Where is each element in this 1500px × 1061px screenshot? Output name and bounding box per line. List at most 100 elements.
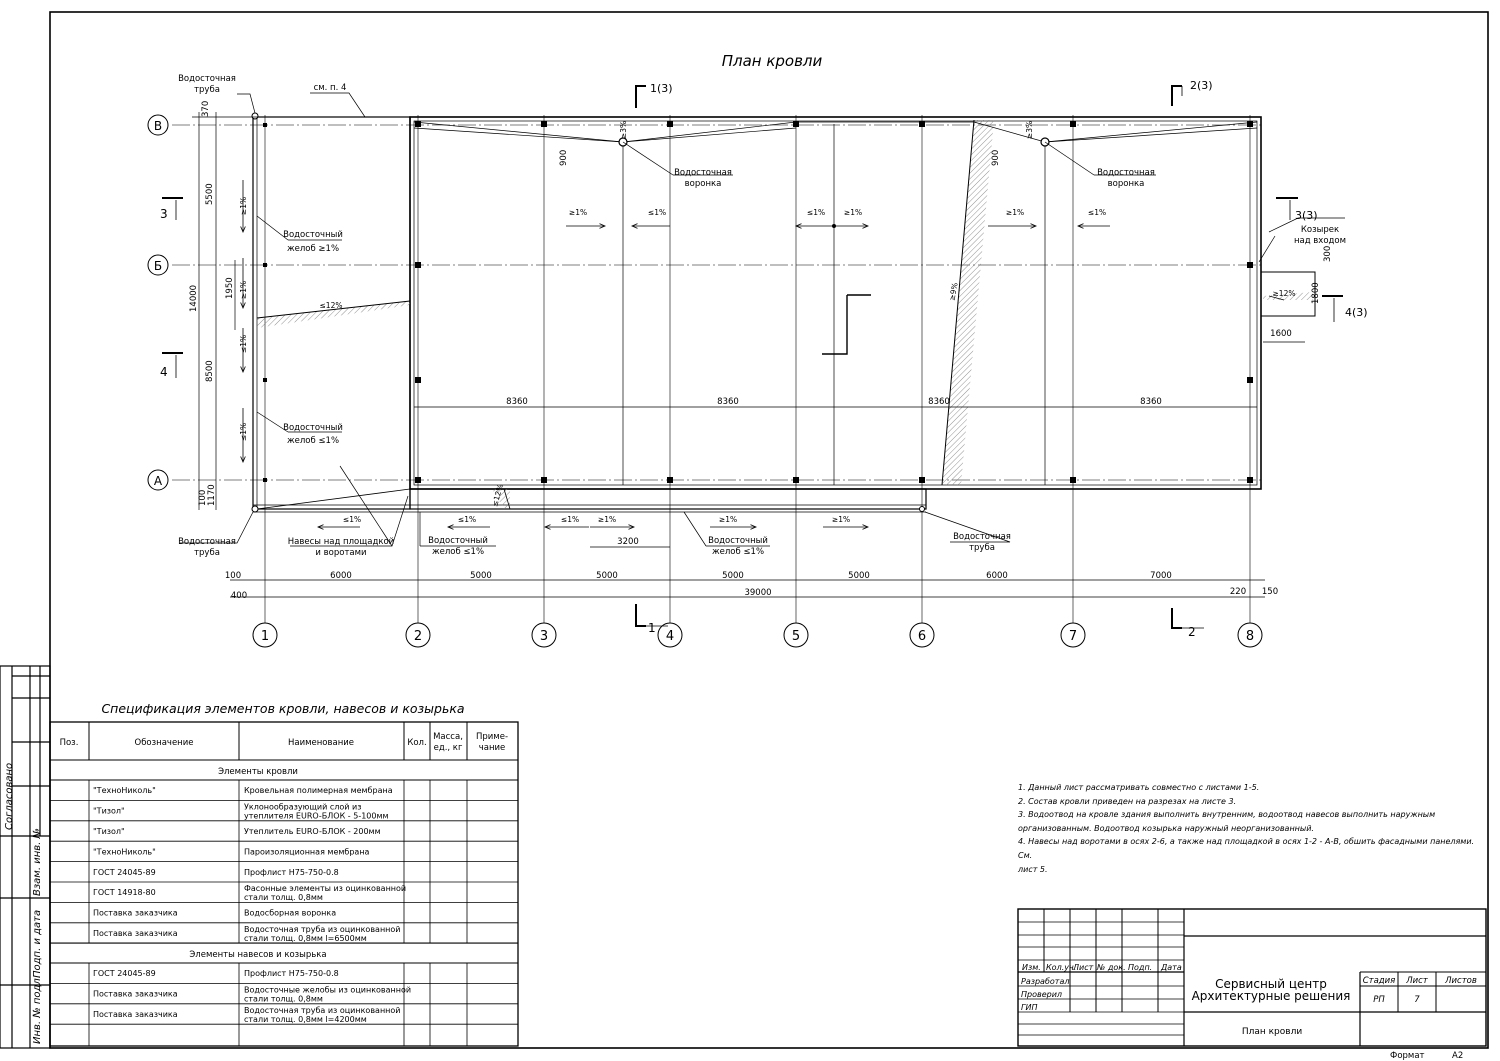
svg-text:≥1%: ≥1% <box>239 197 248 215</box>
svg-text:труба: труба <box>969 543 995 553</box>
note-line: 2. Состав кровли приведен на разрезах на… <box>1018 796 1237 806</box>
svg-text:см. п. 4: см. п. 4 <box>314 83 347 93</box>
svg-text:8360: 8360 <box>1140 397 1162 407</box>
svg-text:≤1%: ≤1% <box>561 515 579 524</box>
svg-text:8360: 8360 <box>928 397 950 407</box>
svg-text:6000: 6000 <box>986 571 1008 581</box>
section-1-top <box>635 85 646 108</box>
stamp-inv-vzam: Взам. инв. № <box>32 828 43 896</box>
col-axis-bubbles <box>252 622 1263 648</box>
svg-text:Кол.уч.: Кол.уч. <box>1046 963 1076 972</box>
svg-text:5000: 5000 <box>848 571 870 581</box>
axis-bubble-v <box>147 114 169 136</box>
svg-text:Стадия: Стадия <box>1363 976 1396 986</box>
svg-text:39000: 39000 <box>744 588 771 598</box>
svg-text:А2: А2 <box>1452 1051 1463 1061</box>
spec-canopy-row-designation: ГОСТ 24045-89 <box>93 969 156 978</box>
axis-label-4: 4 <box>666 629 674 644</box>
svg-text:Водосточный: Водосточный <box>708 536 768 546</box>
axis-bubble-a <box>147 469 169 491</box>
svg-text:Приме-: Приме- <box>476 732 508 742</box>
svg-text:4: 4 <box>160 365 168 379</box>
svg-text:1: 1 <box>648 621 656 635</box>
svg-text:Подп.: Подп. <box>1128 963 1152 972</box>
note-line: 3. Водоотвод на кровле здания выполнить … <box>1018 810 1436 820</box>
svg-text:2: 2 <box>1188 625 1196 639</box>
svg-text:Разработал: Разработал <box>1021 977 1069 986</box>
spec-roof-row-name: Уклонообразующий слой из <box>244 803 361 812</box>
spec-canopy-row-designation: Поставка заказчика <box>93 990 178 999</box>
svg-text:≥3%: ≥3% <box>619 121 628 139</box>
svg-text:3200: 3200 <box>617 537 639 547</box>
svg-text:1600: 1600 <box>1270 329 1292 339</box>
canopy-bottom <box>409 488 927 510</box>
spec-canopy-row-name: Водосточная труба из оцинкованной <box>244 1006 401 1015</box>
downpipe-bottom <box>251 505 259 513</box>
svg-text:≤1%: ≤1% <box>239 335 248 353</box>
svg-text:Листов: Листов <box>1444 976 1477 986</box>
svg-text:≥9%: ≥9% <box>948 282 960 301</box>
section-2-bottom <box>1171 608 1182 629</box>
svg-text:и воротами: и воротами <box>315 548 366 558</box>
project-part: Архитектурные решения <box>1192 989 1351 1003</box>
svg-text:Навесы над площадкой: Навесы над площадкой <box>288 537 394 547</box>
drawing-title: План кровли <box>722 52 823 70</box>
svg-text:≥1%: ≥1% <box>832 515 850 524</box>
svg-text:над входом: над входом <box>1294 236 1346 246</box>
stamp-agreed: Согласовано <box>4 763 15 830</box>
spec-canopy-row-designation: Поставка заказчика <box>93 1010 178 1019</box>
svg-text:Изм.: Изм. <box>1022 963 1041 972</box>
svg-text:Водосточный: Водосточный <box>283 423 343 433</box>
svg-text:ед., кг: ед., кг <box>434 743 463 753</box>
svg-text:Водосточная: Водосточная <box>674 168 732 178</box>
svg-text:Водосточный: Водосточный <box>428 536 488 546</box>
spec-roof-row-name: Пароизоляционная мембрана <box>244 847 370 856</box>
svg-text:Водосточный: Водосточный <box>283 230 343 240</box>
svg-text:≤1%: ≤1% <box>343 515 361 524</box>
svg-text:В: В <box>154 119 162 133</box>
axis-label-5: 5 <box>792 629 800 644</box>
svg-text:Козырек: Козырек <box>1301 225 1339 235</box>
axis-label-1: 1 <box>261 629 269 644</box>
note-line: 4. Навесы над воротами в осях 2-6, а так… <box>1018 837 1475 860</box>
svg-text:1800: 1800 <box>1311 282 1321 304</box>
spec-canopy-row-name: Водосточные желобы из оцинкованной <box>244 986 411 995</box>
svg-text:1170: 1170 <box>207 484 217 506</box>
stamp-inv-podl: Инв. № подл. <box>32 975 43 1044</box>
spec-roof-row-name: Кровельная полимерная мембрана <box>244 786 393 795</box>
spec-roof-row-designation: "Тизол" <box>93 807 125 816</box>
svg-text:2(3): 2(3) <box>1190 79 1213 92</box>
svg-text:желоб ≤1%: желоб ≤1% <box>712 547 764 557</box>
svg-text:3: 3 <box>160 207 168 221</box>
svg-text:3(3): 3(3) <box>1295 209 1318 222</box>
svg-text:≥1%: ≥1% <box>239 281 248 299</box>
spec-roof-row-name: утеплителя EURO-БЛОК - 5-100мм <box>244 812 389 821</box>
svg-text:8360: 8360 <box>506 397 528 407</box>
svg-text:Лист: Лист <box>1405 976 1429 986</box>
svg-text:100: 100 <box>225 571 241 581</box>
sheet-name: План кровли <box>1242 1027 1302 1037</box>
svg-text:Наименование: Наименование <box>288 738 354 748</box>
spec-roof-row-designation: "ТехноНиколь" <box>93 847 156 856</box>
axis-bubble-b <box>147 254 169 276</box>
spec-roof-row-name: стали толщ. 0,8мм l=6500мм <box>244 934 367 943</box>
svg-text:5000: 5000 <box>470 571 492 581</box>
svg-text:≤1%: ≤1% <box>1088 208 1106 217</box>
col-axis-lines <box>264 115 1251 624</box>
sheet-frame <box>49 11 1489 1049</box>
spec-canopy-row-name: стали толщ. 0,8мм l=4200мм <box>244 1015 367 1024</box>
spec-group-canopy: Элементы навесов и козырька <box>189 950 326 960</box>
svg-text:≤12%: ≤12% <box>320 301 343 310</box>
svg-text:7000: 7000 <box>1150 571 1172 581</box>
svg-text:А: А <box>154 474 163 488</box>
spec-title: Спецификация элементов кровли, навесов и… <box>101 701 464 716</box>
svg-text:370: 370 <box>201 101 211 117</box>
spec-group-roof: Элементы кровли <box>218 767 298 777</box>
svg-text:ГИП: ГИП <box>1021 1003 1037 1012</box>
svg-text:Масса,: Масса, <box>433 732 463 742</box>
canopy-left <box>252 116 411 510</box>
svg-text:Обозначение: Обозначение <box>135 738 194 748</box>
axis-label-7: 7 <box>1069 629 1077 644</box>
spec-roof-row-designation: Поставка заказчика <box>93 909 178 918</box>
